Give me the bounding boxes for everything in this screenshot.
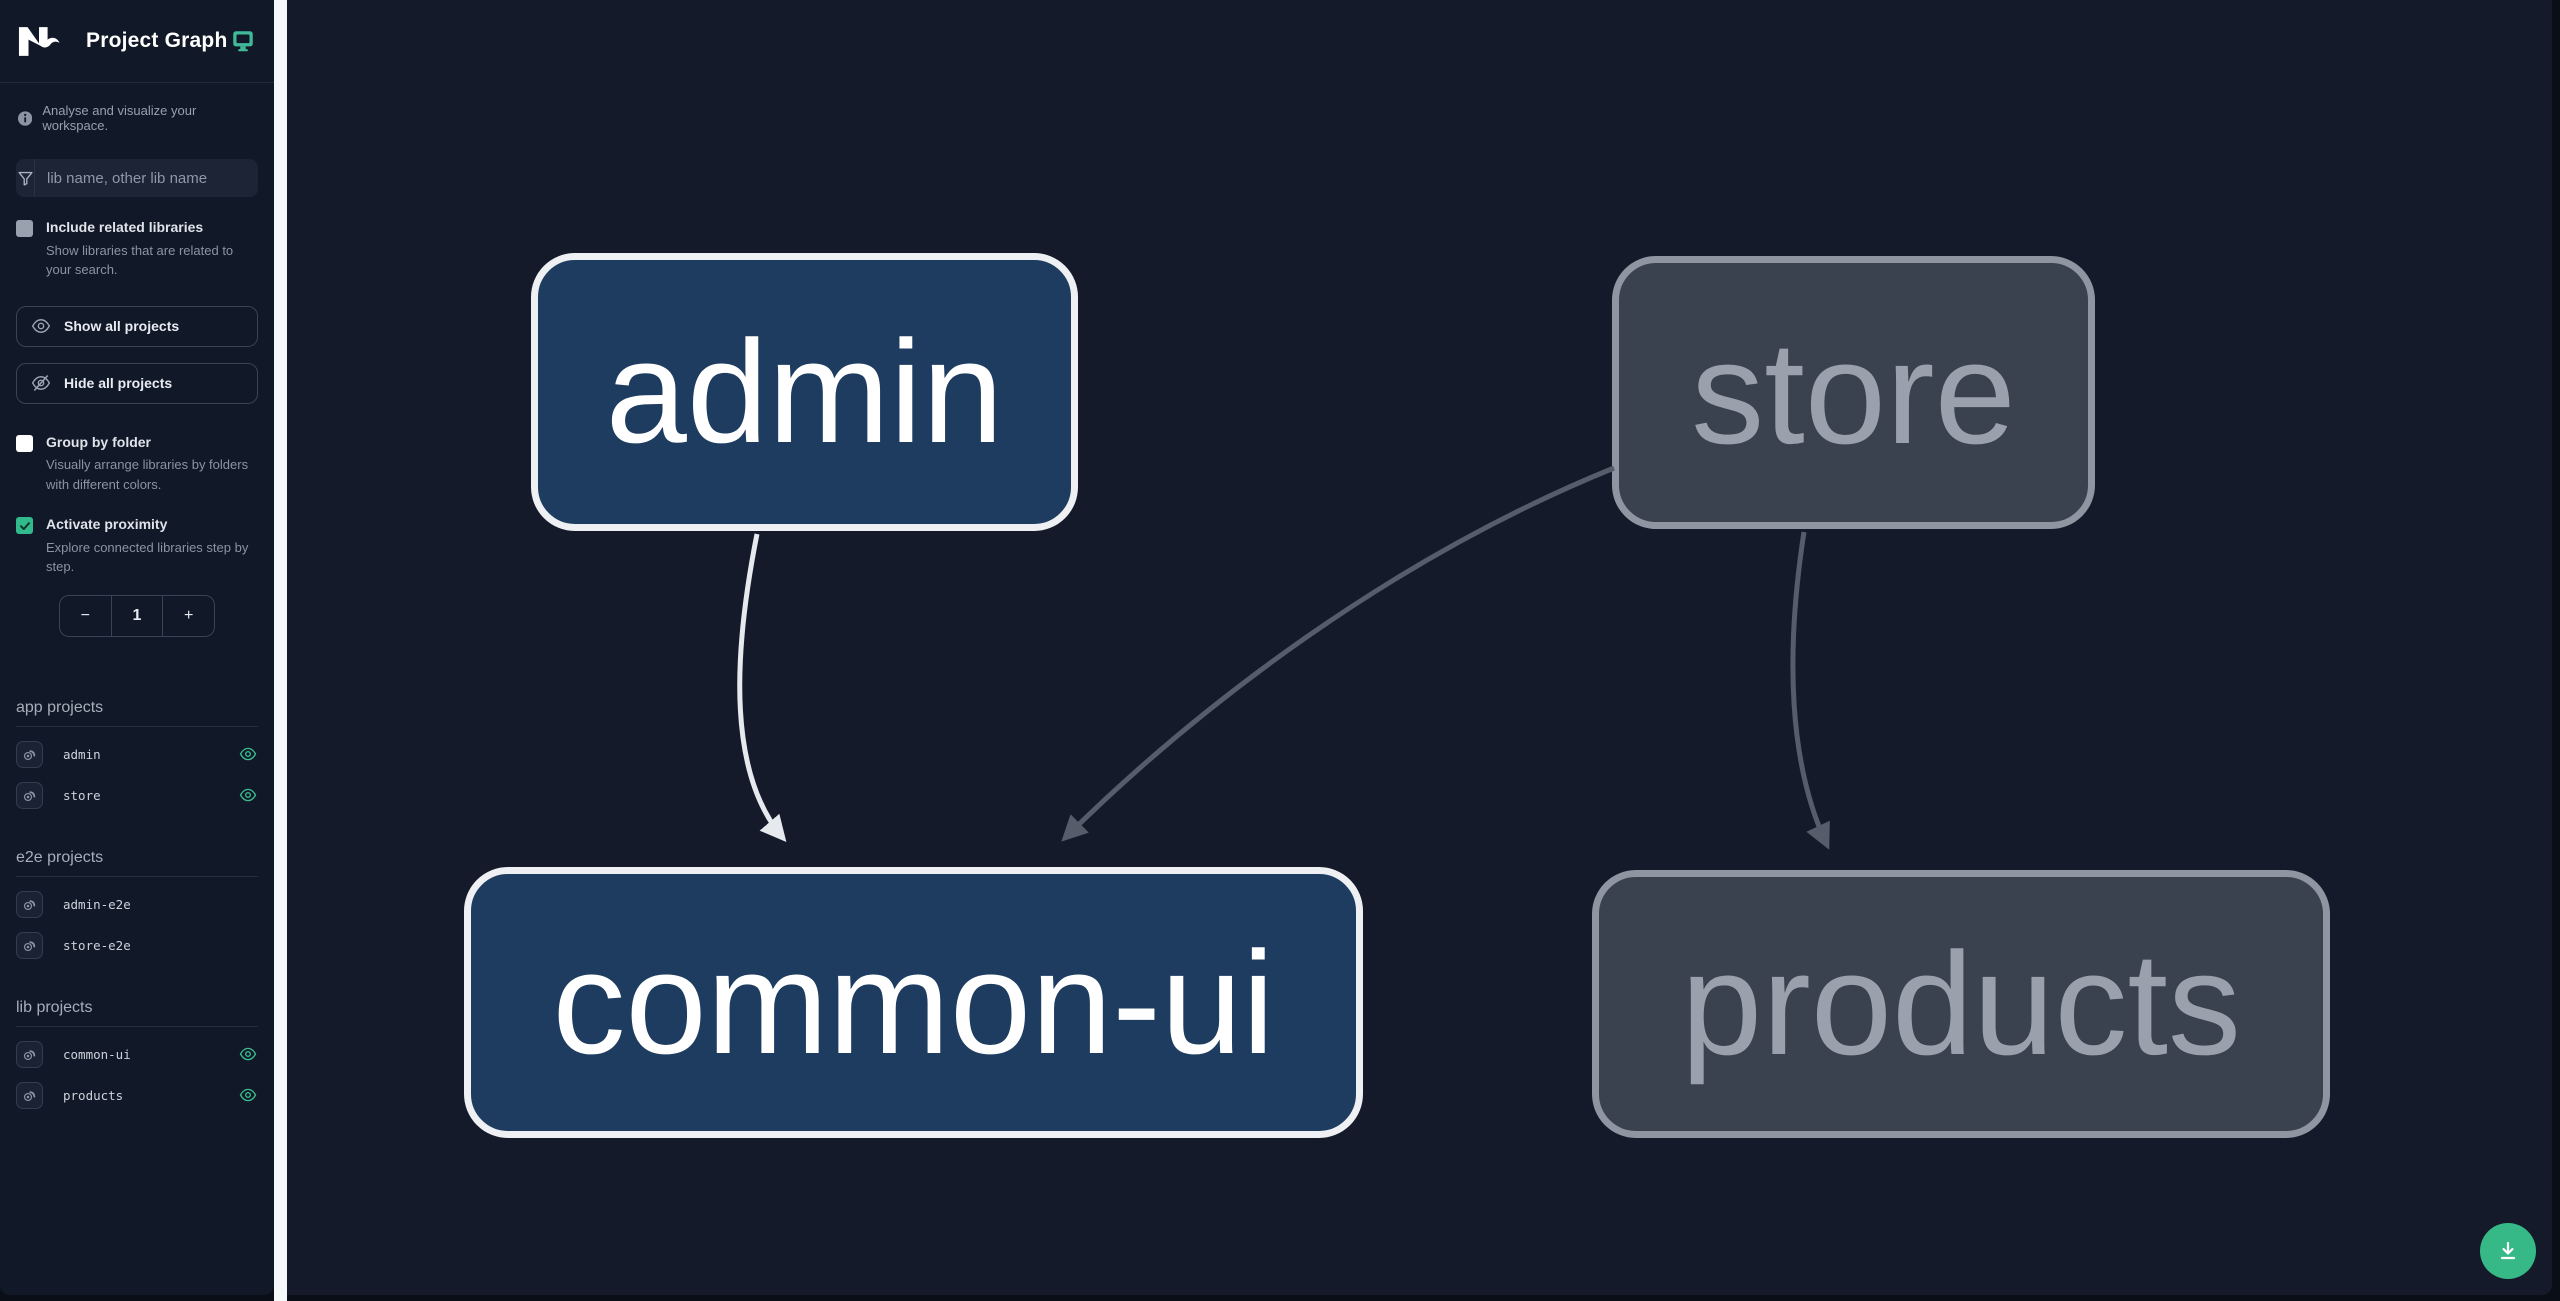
project-name[interactable]: store-e2e xyxy=(63,937,131,953)
focus-icon xyxy=(23,1049,36,1060)
monitor-icon[interactable] xyxy=(230,28,256,54)
project-row-admin: admin xyxy=(16,740,258,768)
visibility-eye-icon[interactable] xyxy=(239,1045,257,1063)
project-name[interactable]: admin-e2e xyxy=(63,896,131,912)
focus-project-button[interactable] xyxy=(16,1040,43,1068)
checkbox-activate-proximity[interactable] xyxy=(16,517,33,534)
graph-node-admin[interactable]: admin xyxy=(531,253,1078,531)
node-label: products xyxy=(1681,922,2241,1085)
graph-node-common-ui[interactable]: common-ui xyxy=(464,867,1363,1138)
option-activate-proximity[interactable]: Activate proximity Explore connected lib… xyxy=(0,494,274,577)
focus-project-button[interactable] xyxy=(16,740,43,768)
search-box xyxy=(16,159,258,197)
project-row-common-ui: common-ui xyxy=(16,1040,258,1068)
visibility-eye-icon[interactable] xyxy=(239,745,257,763)
focus-project-button[interactable] xyxy=(16,890,43,918)
nx-logo xyxy=(18,26,60,56)
info-icon xyxy=(18,110,33,126)
node-label: admin xyxy=(605,310,1004,473)
option-label: Activate proximity xyxy=(46,516,168,532)
download-graph-button[interactable] xyxy=(2480,1223,2536,1279)
focus-icon xyxy=(23,790,36,801)
visibility-eye-icon[interactable] xyxy=(239,1086,257,1104)
section-e2e-projects: e2e projects admin-e2e store-e2e xyxy=(0,849,274,959)
project-name[interactable]: common-ui xyxy=(63,1046,131,1062)
page-title: Project Graph xyxy=(86,29,228,52)
checkbox-group-by-folder[interactable] xyxy=(16,434,33,452)
show-all-projects-label: Show all projects xyxy=(64,318,180,334)
download-icon xyxy=(2500,1241,2516,1260)
eye-off-icon xyxy=(31,374,51,392)
dependency-edges xyxy=(737,465,1830,850)
filter-funnel-icon xyxy=(16,159,35,197)
project-name[interactable]: products xyxy=(63,1087,124,1103)
project-row-products: products xyxy=(16,1081,258,1109)
node-label: store xyxy=(1691,310,2016,474)
option-include-related[interactable]: Include related libraries Show libraries… xyxy=(0,197,274,280)
focus-icon xyxy=(23,749,36,760)
option-description: Visually arrange libraries by folders wi… xyxy=(46,457,249,492)
tagline-text: Analyse and visualize your workspace. xyxy=(42,103,197,133)
proximity-depth-stepper: − 1 + xyxy=(59,594,215,637)
checkbox-include-related[interactable] xyxy=(16,220,33,237)
section-app-projects: app projects admin xyxy=(0,699,274,809)
section-heading: e2e projects xyxy=(16,849,258,877)
show-all-projects-button[interactable]: Show all projects xyxy=(16,305,258,347)
section-lib-projects: lib projects common-ui xyxy=(0,999,274,1109)
option-description: Show libraries that are related to your … xyxy=(46,242,234,278)
node-label: common-ui xyxy=(552,920,1275,1084)
edge-store-to-products[interactable] xyxy=(1790,531,1830,850)
focus-project-button[interactable] xyxy=(16,781,43,809)
check-icon xyxy=(19,521,30,530)
tagline-row: Analyse and visualize your workspace. xyxy=(0,83,274,149)
project-row-admin-e2e: admin-e2e xyxy=(16,890,258,918)
edge-store-to-common-ui[interactable] xyxy=(1061,465,1615,842)
eye-icon xyxy=(31,319,51,333)
hide-all-projects-label: Hide all projects xyxy=(64,375,173,391)
proximity-depth-value[interactable]: 1 xyxy=(110,595,163,636)
hide-all-projects-button[interactable]: Hide all projects xyxy=(16,362,258,404)
section-heading: app projects xyxy=(16,699,258,727)
sidebar-resizer[interactable] xyxy=(274,0,287,1301)
decrement-button[interactable]: − xyxy=(80,606,90,624)
focus-icon xyxy=(23,1090,36,1101)
focus-project-button[interactable] xyxy=(16,1081,43,1109)
search-input[interactable] xyxy=(35,159,258,197)
project-row-store: store xyxy=(16,781,258,809)
edge-admin-to-common-ui[interactable] xyxy=(737,533,787,842)
sidebar: Project Graph Analyse and visualize your… xyxy=(0,0,274,1295)
focus-icon xyxy=(23,940,36,951)
increment-button[interactable]: + xyxy=(162,595,214,636)
option-group-by-folder[interactable]: Group by folder Visually arrange librari… xyxy=(0,404,274,495)
project-name[interactable]: admin xyxy=(63,746,101,762)
project-name[interactable]: store xyxy=(63,787,101,803)
graph-node-products[interactable]: products xyxy=(1592,870,2330,1138)
option-label: Group by folder xyxy=(46,433,151,450)
sidebar-header: Project Graph xyxy=(0,0,274,83)
project-graph-canvas[interactable]: admin store common-ui products xyxy=(287,0,2552,1295)
visibility-eye-icon[interactable] xyxy=(239,786,257,804)
section-heading: lib projects xyxy=(16,999,258,1027)
project-row-store-e2e: store-e2e xyxy=(16,931,258,959)
focus-icon xyxy=(23,899,36,910)
graph-node-store[interactable]: store xyxy=(1612,256,2095,529)
option-description: Explore connected libraries step by step… xyxy=(46,539,249,575)
focus-project-button[interactable] xyxy=(16,931,43,959)
option-label: Include related libraries xyxy=(46,219,204,235)
